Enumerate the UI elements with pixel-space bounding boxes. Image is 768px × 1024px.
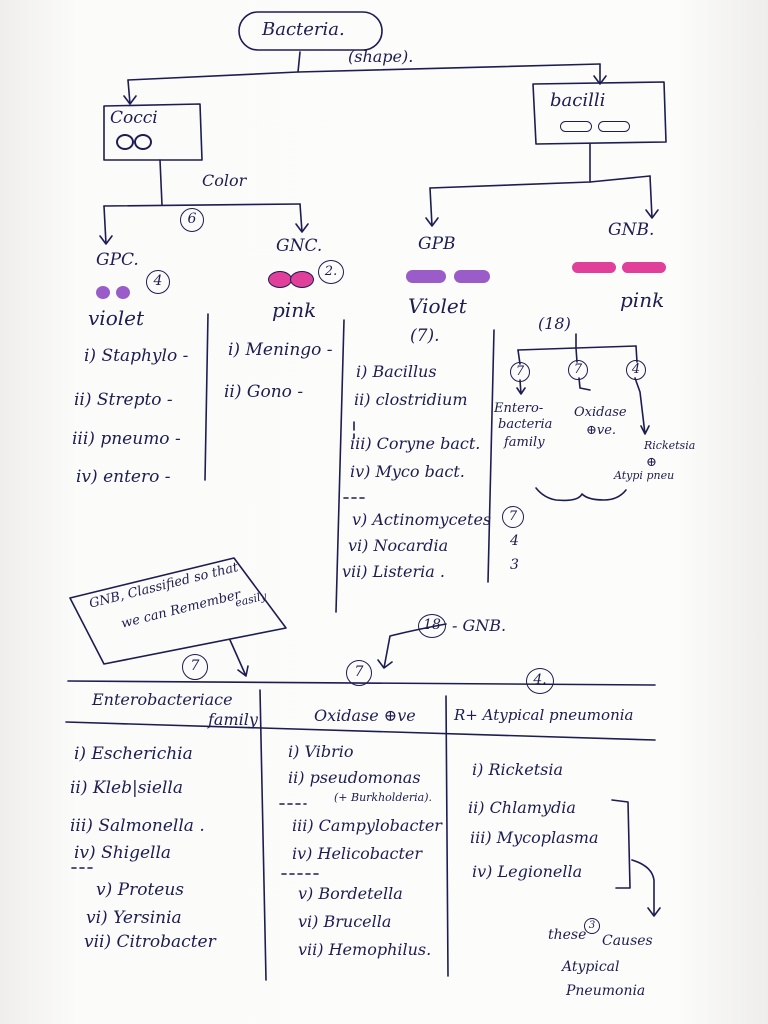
cocci-label: Cocci <box>110 108 158 128</box>
footnote-line: Atypical <box>562 959 620 975</box>
gnb-group-label: Oxidase <box>574 405 627 420</box>
gnc-color-name: pink <box>272 298 317 322</box>
pink-coccus-icon <box>268 271 292 288</box>
root-label: Bacteria. <box>262 19 345 40</box>
gpc-count-badge: 4 <box>146 270 170 294</box>
bacillus-shape-icon <box>598 121 630 132</box>
table-cell: iv) Legionella <box>472 862 583 881</box>
table-cell: vii) Hemophilus. <box>298 940 432 959</box>
gnb-group-count: 7 <box>510 362 530 382</box>
gpb-item: i) Bacillus <box>356 362 437 381</box>
pink-bacillus-icon <box>572 262 616 273</box>
gnb-group-count: 7 <box>568 360 588 380</box>
gpb-item: ii) clostridium <box>354 390 468 409</box>
table-cell: iv) Shigella <box>74 843 172 863</box>
violet-coccus-icon <box>96 286 110 299</box>
column-count-badge: 7 <box>182 654 208 680</box>
table-cell: iv) Helicobacter <box>292 844 423 863</box>
gnb-pointer-label: - GNB. <box>452 616 507 635</box>
gpb-label: GPB <box>418 234 456 254</box>
gpc-item: iii) pneumo - <box>72 429 181 449</box>
table-cell: (+ Burkholderia). <box>334 791 432 804</box>
column-header: Enterobacteriace <box>92 690 233 709</box>
footnote-line: Pneumonia <box>566 983 646 999</box>
gnb-color-name: pink <box>620 288 665 312</box>
gpb-item: vi) Nocardia <box>348 536 449 555</box>
gpc-item: i) Staphylo - <box>84 346 189 366</box>
gpc-item: ii) Strepto - <box>74 390 173 410</box>
table-cell: iii) Mycoplasma <box>470 828 599 847</box>
gpb-item: v) Actinomycetes <box>352 510 492 529</box>
table-cell: ii) pseudomonas <box>288 768 421 787</box>
column-header: family <box>208 710 258 729</box>
table-cell: vii) Citrobacter <box>84 932 216 952</box>
column-count-badge: 4. <box>526 668 554 694</box>
gpb-side-count: 3 <box>510 557 519 573</box>
table-cell: i) Vibrio <box>288 742 354 761</box>
gpb-side-count: 7 <box>502 506 524 528</box>
violet-coccus-icon <box>116 286 130 299</box>
gnb-group-label: ⊕ve. <box>586 423 617 438</box>
gnb-group-label: ⊕ <box>646 455 657 470</box>
column-header: R+ Atypical pneumonia <box>454 706 634 724</box>
violet-bacillus-icon <box>406 270 446 283</box>
gpb-side-count: 4 <box>510 533 519 549</box>
bacilli-label: bacilli <box>550 90 606 111</box>
table-cell: vi) Brucella <box>298 912 392 931</box>
gnb-count: (18) <box>538 314 571 333</box>
gpb-item: iii) Coryne bact. <box>350 434 481 453</box>
gnb-group-label: Atypi pneu <box>614 469 675 482</box>
bacillus-shape-icon <box>560 121 592 132</box>
table-cell: vi) Yersinia <box>86 908 182 928</box>
gnc-label: GNC. <box>276 236 323 256</box>
gpc-label: GPC. <box>96 250 139 270</box>
coccus-shape-icon <box>116 134 134 150</box>
color-criterion: Color <box>202 171 247 190</box>
gpb-count: (7). <box>410 326 440 346</box>
table-cell: iii) Campylobacter <box>292 816 442 835</box>
footnote-count: 3 <box>584 918 600 934</box>
table-cell: i) Ricketsia <box>472 760 564 779</box>
table-cell: iii) Salmonella . <box>70 816 205 836</box>
bacilli-box <box>532 81 667 145</box>
gpc-item: iv) entero - <box>76 467 171 487</box>
table-cell: ii) Chlamydia <box>468 798 576 817</box>
gnb-group-label: Ricketsia <box>644 439 696 452</box>
table-cell: ii) Kleb|siella <box>70 778 183 798</box>
footnote-line: these <box>548 927 587 943</box>
cocci-box <box>103 103 203 161</box>
gpb-item: vii) Listeria . <box>342 562 445 581</box>
footnote-line: Causes <box>602 933 653 949</box>
table-cell: v) Bordetella <box>298 884 403 903</box>
coccus-shape-icon <box>134 134 152 150</box>
gpc-color-name: violet <box>88 306 145 330</box>
root-box <box>238 11 383 51</box>
table-cell: i) Escherichia <box>74 744 193 764</box>
column-count-badge: 7 <box>346 660 372 686</box>
cocci-count-badge: 6 <box>180 208 204 232</box>
gnb-pointer-count: 18 <box>418 614 446 638</box>
gnc-count-badge: 2. <box>318 260 344 284</box>
gnc-item: ii) Gono - <box>224 382 304 402</box>
gnb-group-label: family <box>504 435 545 450</box>
table-cell: v) Proteus <box>96 880 185 900</box>
note-box <box>69 557 287 665</box>
pink-coccus-icon <box>290 271 314 288</box>
violet-bacillus-icon <box>454 270 490 283</box>
gnb-label: GNB. <box>608 220 655 240</box>
column-header: Oxidase ⊕ve <box>314 706 416 725</box>
gnb-group-count: 4 <box>626 360 646 380</box>
gnc-item: i) Meningo - <box>228 340 333 360</box>
gpb-item: iv) Myco bact. <box>350 462 465 481</box>
gnb-group-label: Entero- <box>494 401 544 416</box>
shape-criterion: (shape). <box>348 47 414 66</box>
gpb-color-name: Violet <box>408 294 467 318</box>
gnb-group-label: bacteria <box>498 417 553 432</box>
pink-bacillus-icon <box>622 262 666 273</box>
